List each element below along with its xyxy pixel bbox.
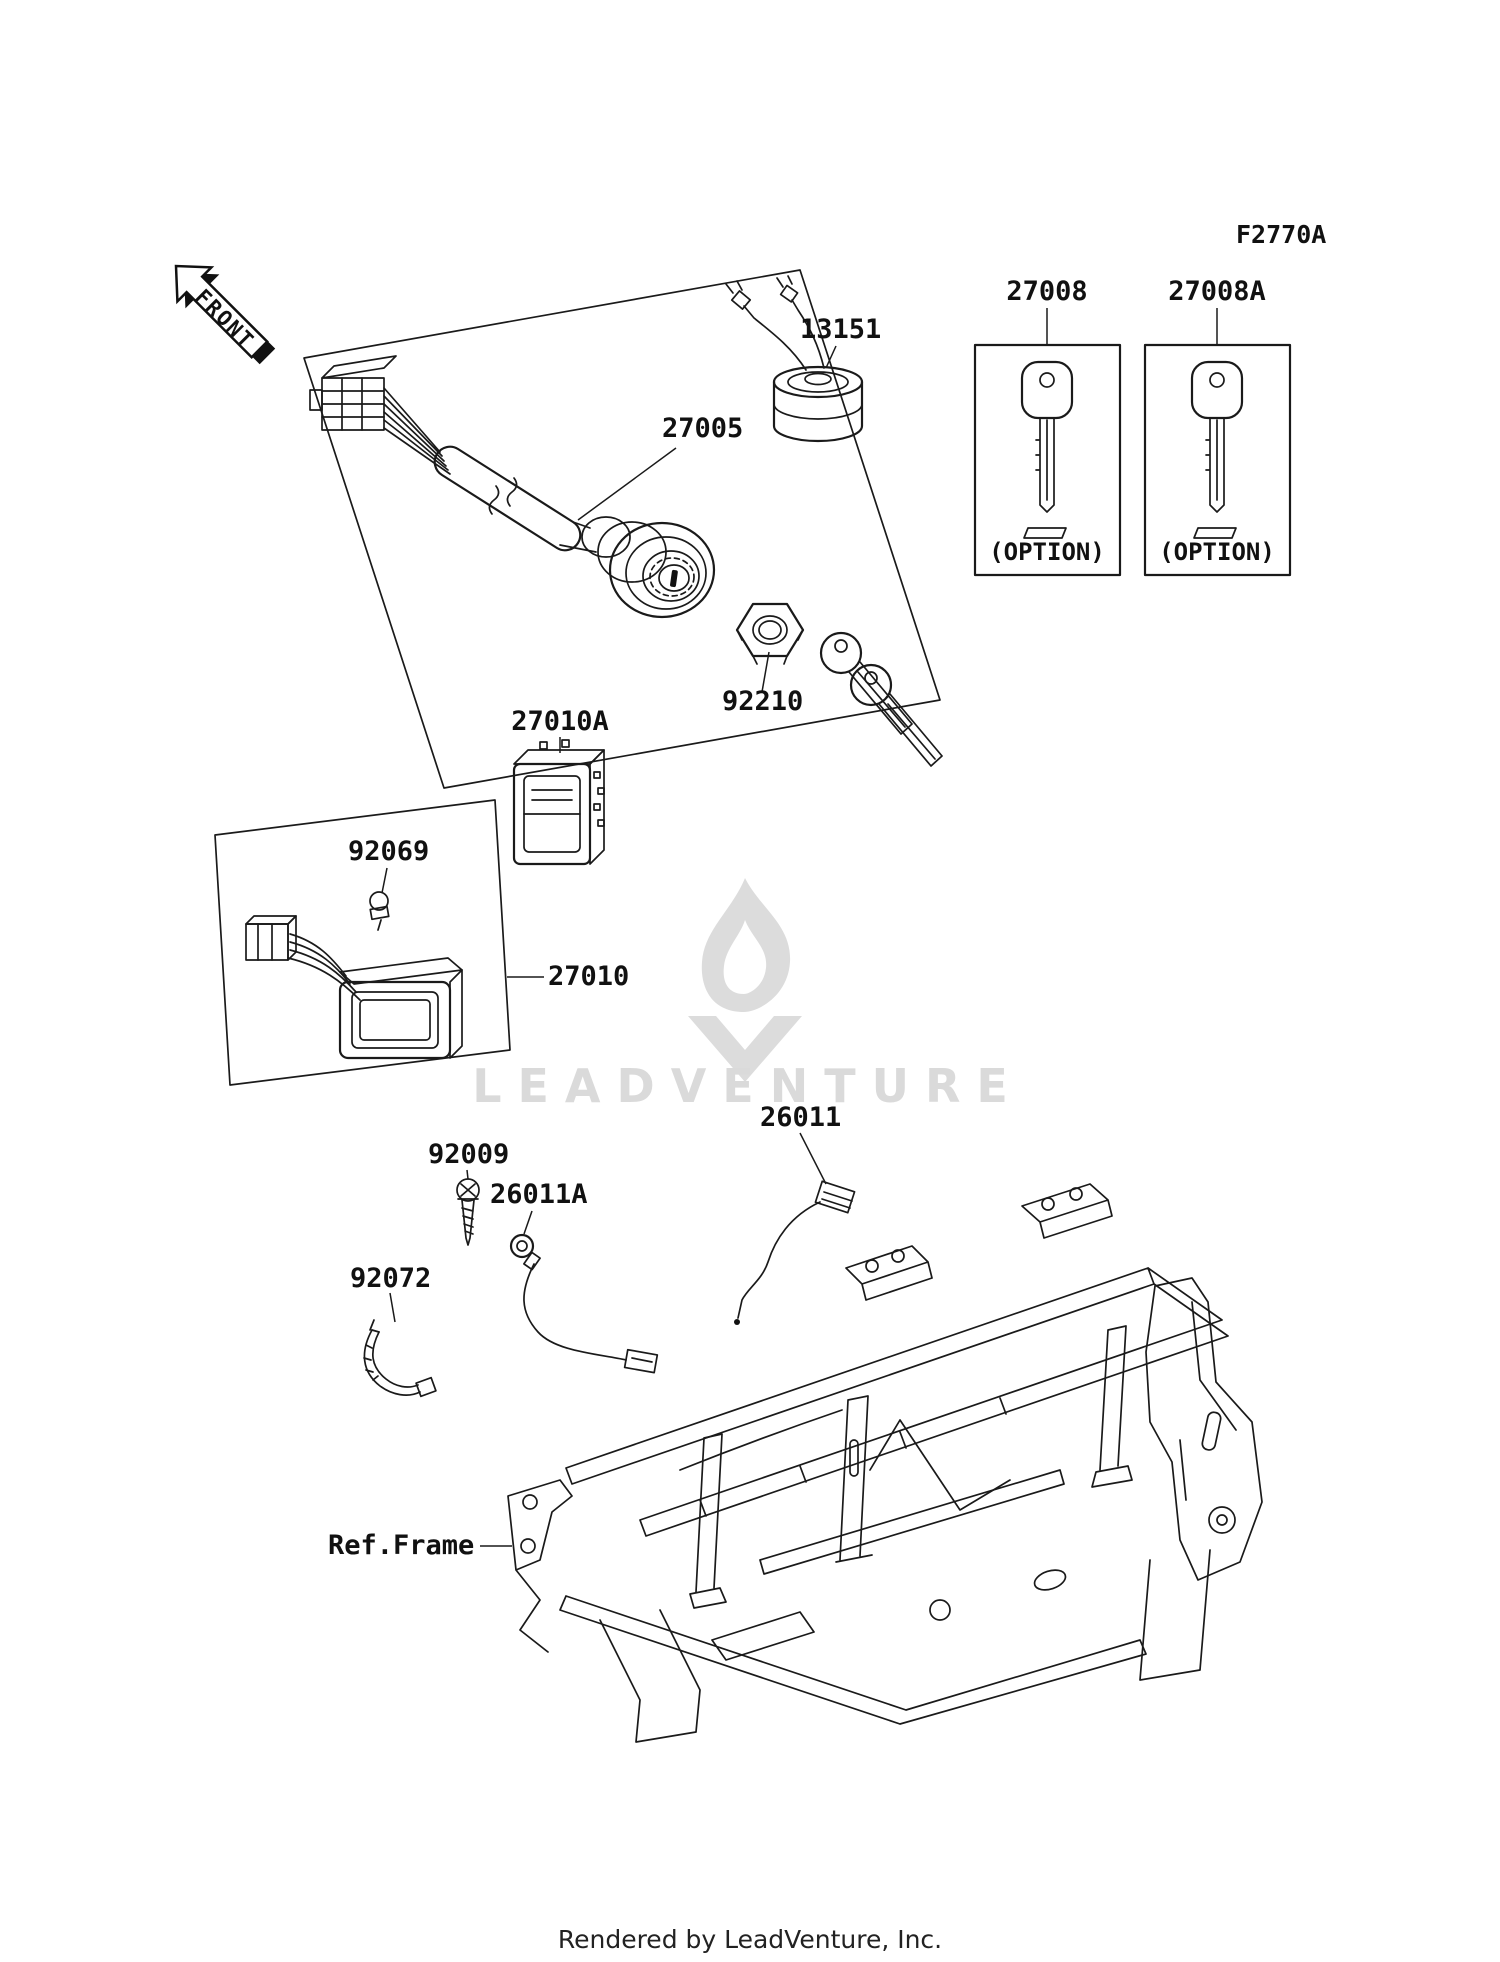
part-label-92210[interactable]: 92210 [722,686,803,717]
ref-frame-label[interactable]: Ref.Frame [328,1530,474,1561]
part-label-26011a[interactable]: 26011A [490,1179,588,1210]
frame-drawing [507,1183,1263,1743]
rocker-switch-27010a-drawing [512,739,605,866]
key-box-27008a: (OPTION) [1143,343,1292,577]
part-label-27010a[interactable]: 27010A [511,706,609,737]
figure-code: F2770A [1236,220,1326,249]
nut-92210-drawing [735,602,805,665]
part-label-27008a[interactable]: 27008A [1168,276,1266,307]
leader-lines [381,308,1218,1547]
part-label-92009[interactable]: 92009 [428,1139,509,1170]
part-label-26011[interactable]: 26011 [760,1102,841,1133]
option-note-27008: (OPTION) [989,538,1105,566]
leadventure-watermark: LEADVENTURE [472,878,1024,1113]
ignition-switch-drawing [581,516,716,619]
screw-92009-drawing [456,1178,480,1246]
key-box-27008: (OPTION) [973,343,1122,577]
key-27008-drawing [1020,360,1074,539]
switch-cell-13151-drawing [725,275,864,443]
cable-tie-92072-drawing [363,1319,437,1398]
footer-credit: Rendered by LeadVenture, Inc. [558,1925,942,1954]
harness-sleeve-drawing [433,445,597,553]
wire-26011-drawing [734,1180,856,1325]
keys-drawing [819,631,943,767]
part-label-27010[interactable]: 27010 [548,961,629,992]
part-label-92069[interactable]: 92069 [348,836,429,867]
wire-connector-drawing [309,355,451,475]
switch-box [214,799,511,1086]
part-label-27005[interactable]: 27005 [662,413,743,444]
part-label-92072[interactable]: 92072 [350,1263,431,1294]
front-arrow-label: FRONT [190,285,259,354]
part-label-27008[interactable]: 27008 [1006,276,1087,307]
flame-logo-icon [688,878,802,1082]
watermark-text: LEADVENTURE [472,1059,1024,1113]
switch-assy-27010-drawing [245,915,463,1060]
bulb-92069-drawing [369,891,390,931]
harness-box [303,269,941,789]
key-27008a-drawing [1190,360,1244,539]
front-arrow-icon: FRONT [174,264,276,365]
part-label-13151[interactable]: 13151 [800,314,881,345]
option-note-27008a: (OPTION) [1159,538,1275,566]
wire-26011a-drawing [509,1233,659,1374]
